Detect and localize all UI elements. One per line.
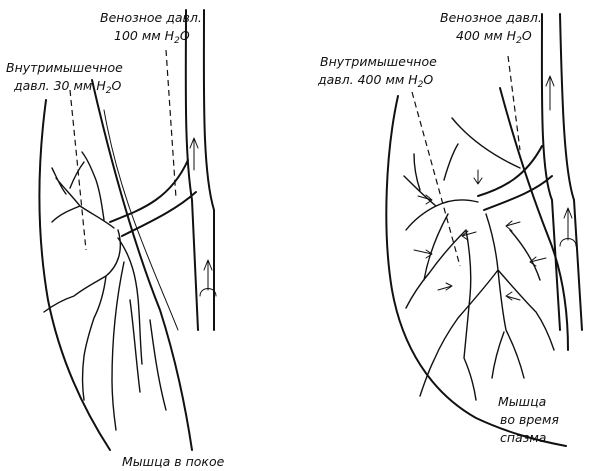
left-panel: Венозное давл. 100 мм H2O Внутримышечное… bbox=[6, 10, 225, 469]
left-venule-tree bbox=[44, 152, 166, 430]
left-venous-pressure-value: 100 мм H2O bbox=[114, 28, 190, 46]
right-caption-line2: во время bbox=[500, 412, 559, 427]
right-caption-line3: спазма bbox=[500, 430, 546, 445]
left-vein-wall-left bbox=[186, 10, 198, 330]
left-vein-flow-arrow-top bbox=[190, 138, 198, 170]
right-vein-flow-arrow-bottom bbox=[560, 208, 576, 246]
right-vein-flow-arrow-top bbox=[546, 76, 554, 110]
right-caption-line1: Мышца bbox=[498, 394, 546, 409]
right-drain-vessel-lower bbox=[484, 176, 552, 210]
right-venous-pressure-value: 400 мм H2O bbox=[456, 28, 532, 46]
left-intramuscular-pressure-pointer bbox=[70, 90, 86, 250]
right-intramuscular-pressure-label: Внутримышечное bbox=[320, 54, 437, 69]
left-intramuscular-pressure-value: давл. 30 мм H2O bbox=[13, 78, 121, 96]
left-venous-pressure-label: Венозное давл. bbox=[100, 10, 202, 25]
right-compression-arrows bbox=[414, 170, 546, 300]
right-panel: Венозное давл. 400 мм H2O Внутримышечное… bbox=[317, 10, 582, 446]
left-venous-pressure-pointer bbox=[166, 50, 176, 198]
left-muscle-right-edge bbox=[92, 80, 192, 450]
right-vein-wall-left bbox=[542, 14, 560, 330]
right-intramuscular-pressure-value: давл. 400 мм H2O bbox=[317, 72, 433, 90]
left-vein-wall-right bbox=[204, 10, 214, 330]
right-venous-pressure-label: Венозное давл. bbox=[440, 10, 542, 25]
left-panel-caption: Мышца в покое bbox=[122, 454, 225, 469]
right-vein-wall-right bbox=[560, 14, 582, 330]
left-intramuscular-pressure-label: Внутримышечное bbox=[6, 60, 123, 75]
left-muscle-outline bbox=[40, 100, 111, 450]
left-drain-vessel-upper bbox=[110, 160, 188, 222]
